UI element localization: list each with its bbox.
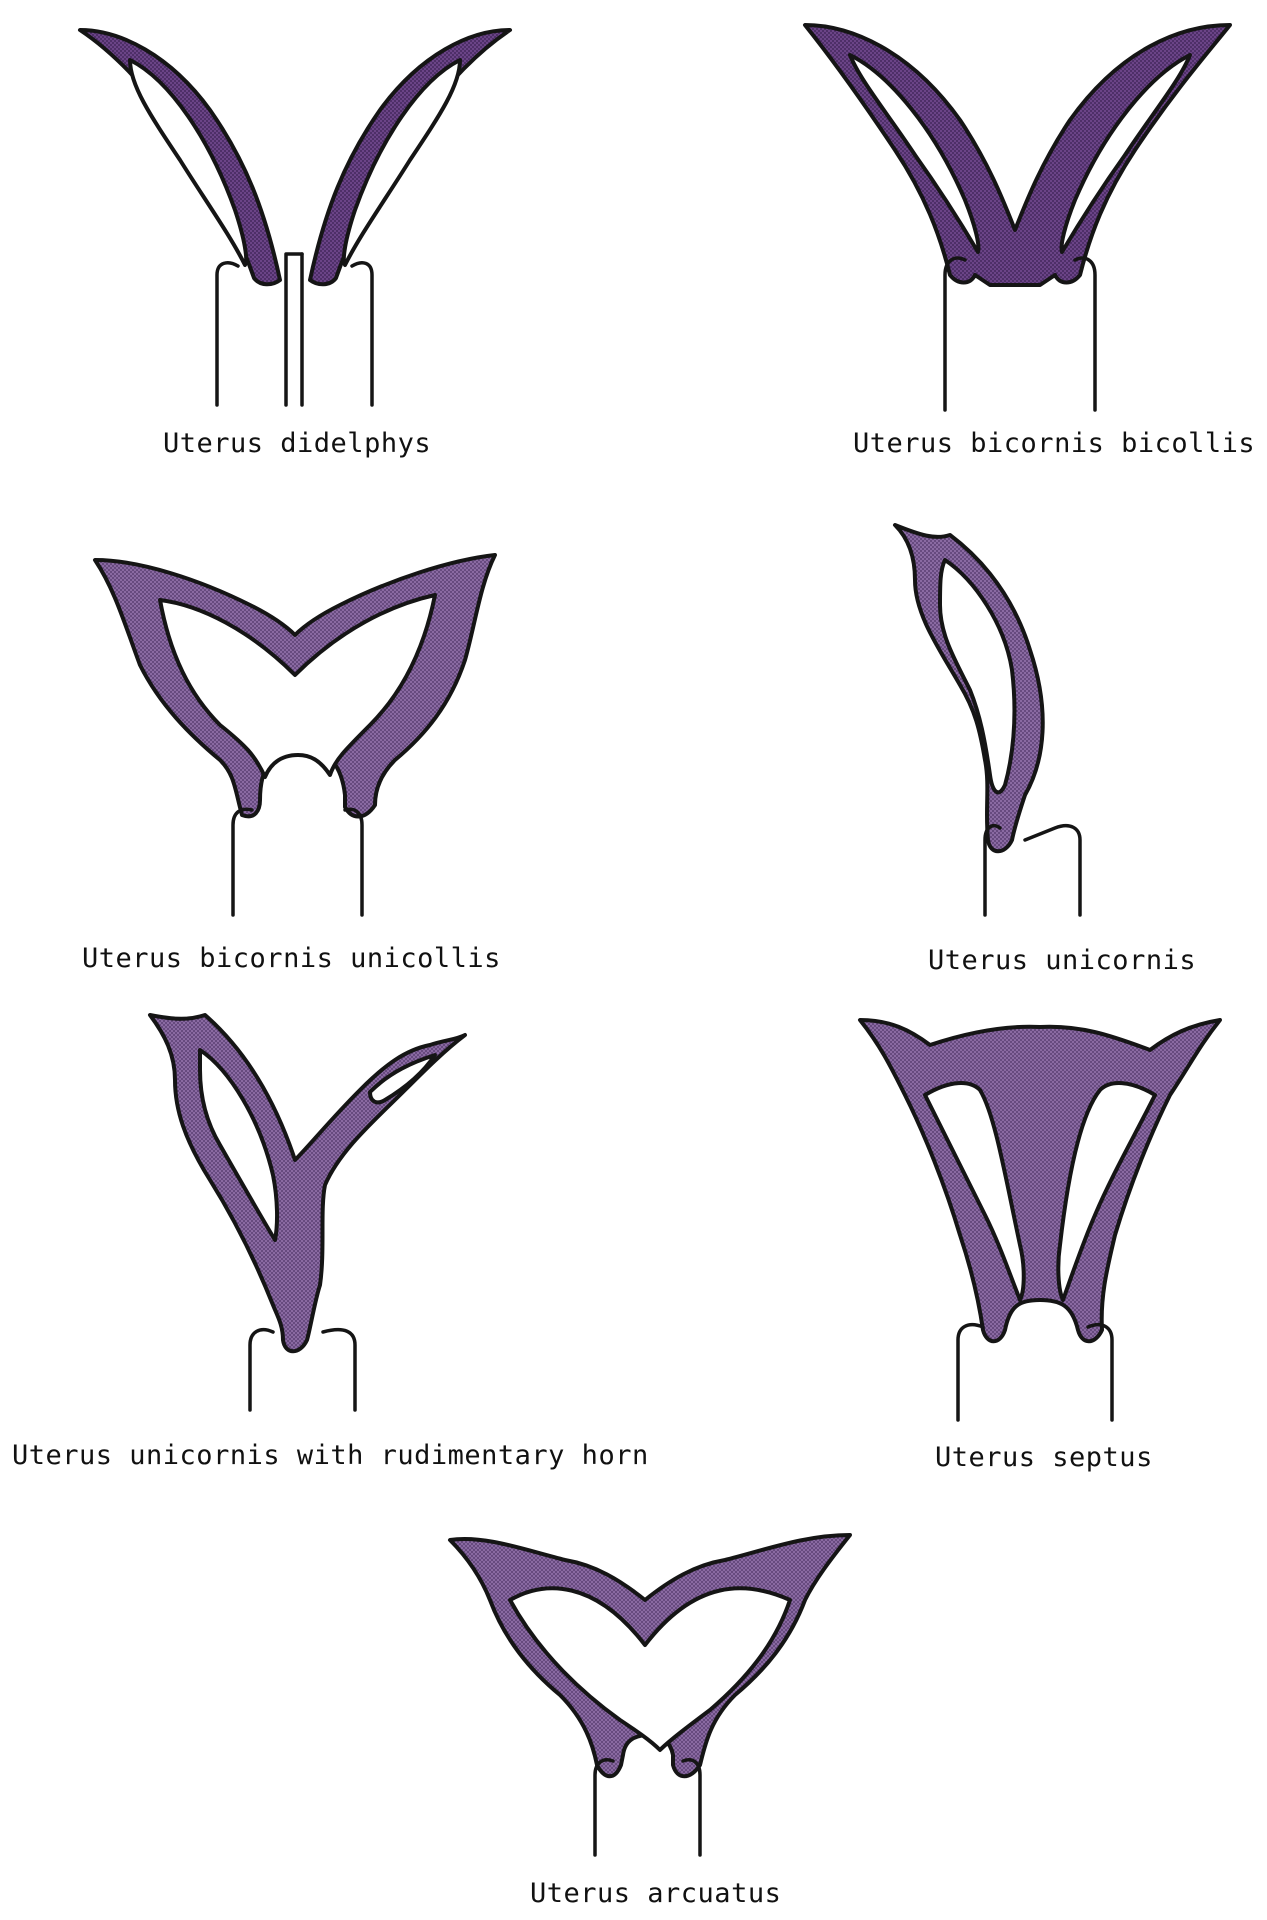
right-cavity: [341, 58, 462, 267]
vagina: [956, 1322, 1114, 1422]
caption-arcuatus: Uterus arcuatus: [530, 1878, 782, 1909]
uterus-bicornis-bicollis-diagram: [803, 23, 1232, 412]
right-cavity: [1059, 53, 1192, 254]
uterine-wall: [858, 1018, 1222, 1344]
uterine-cavity: [938, 558, 1017, 795]
caption-unicornis: Uterus unicornis: [928, 945, 1197, 976]
vagina: [231, 807, 364, 917]
uterus-septus-diagram: [858, 1018, 1222, 1422]
right-cavity: [1056, 1081, 1157, 1302]
left-cavity: [848, 53, 981, 254]
left-vagina: [215, 252, 304, 407]
rudimentary-cavity: [368, 1053, 437, 1105]
vagina: [983, 823, 1082, 917]
left-cavity: [128, 58, 249, 267]
uterus-bicornis-unicollis-diagram: [93, 553, 497, 917]
caption-septus: Uterus septus: [935, 1442, 1153, 1473]
left-cavity: [923, 1081, 1026, 1302]
caption-bicornis-unicollis: Uterus bicornis unicollis: [82, 943, 501, 974]
vagina: [248, 1327, 357, 1412]
uterus-arcuatus-diagram: [448, 1533, 852, 1857]
uterus-didelphys-diagram: [78, 28, 512, 407]
uterus-unicornis-diagram: [893, 523, 1082, 917]
caption-bicornis-bicollis: Uterus bicornis bicollis: [853, 428, 1256, 459]
main-cavity: [198, 1048, 280, 1242]
caption-unicornis-rudimentary: Uterus unicornis with rudimentary horn: [12, 1440, 649, 1471]
uterine-cavity: [508, 1586, 792, 1752]
uterus-unicornis-rudimentary-horn-diagram: [148, 1013, 467, 1412]
caption-didelphys: Uterus didelphys: [163, 428, 432, 459]
vagina: [943, 256, 1097, 412]
uterine-wall: [803, 23, 1232, 287]
uterine-cavity: [158, 593, 437, 779]
right-vagina: [300, 252, 374, 407]
vagina: [593, 1758, 702, 1857]
